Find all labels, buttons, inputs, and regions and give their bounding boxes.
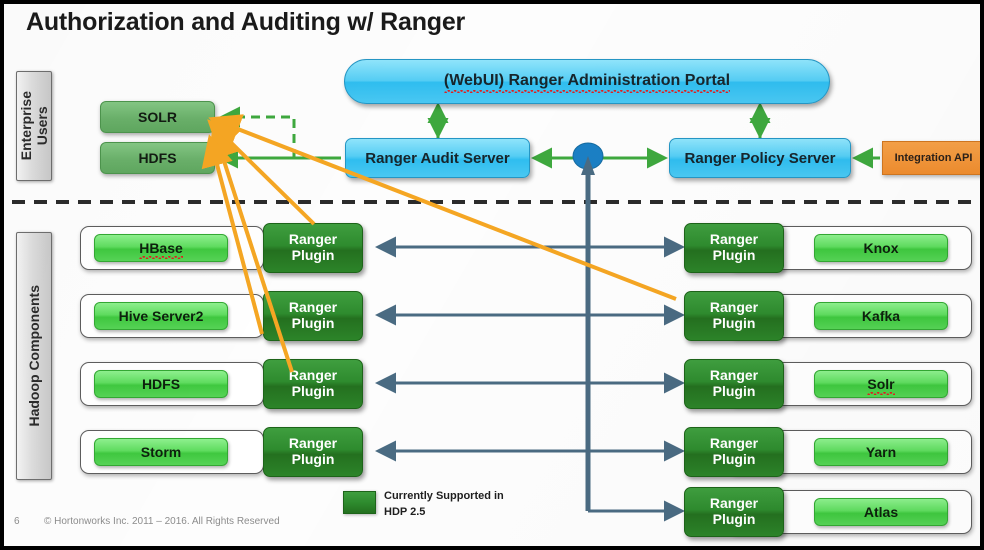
- component-solr-label: Solr: [867, 375, 895, 395]
- legend-swatch-supported: [343, 491, 376, 514]
- component-hbase-label: HBase: [139, 239, 183, 259]
- component-yarn-label: Yarn: [865, 444, 897, 460]
- ranger-plugin-yarn-line1: Ranger: [709, 435, 759, 452]
- legend-text-supported: Currently Supported in HDP 2.5: [384, 490, 504, 518]
- ranger-plugin-hive-server2-line1: Ranger: [288, 299, 338, 316]
- enterprise-source-hdfs-label: HDFS: [138, 150, 177, 166]
- component-storm-label: Storm: [140, 444, 182, 460]
- integration-api-box[interactable]: Integration API: [882, 141, 980, 175]
- ranger-policy-server[interactable]: Ranger Policy Server: [669, 138, 851, 178]
- ranger-plugin-hbase-line1: Ranger: [288, 231, 338, 248]
- page-title: Authorization and Auditing w/ Ranger: [26, 8, 466, 36]
- component-storm[interactable]: Storm: [94, 438, 228, 466]
- ranger-audit-server-label: Ranger Audit Server: [365, 149, 510, 167]
- ranger-plugin-hdfs-line2: Plugin: [291, 383, 335, 399]
- ranger-plugin-kafka-line2: Plugin: [712, 315, 756, 331]
- component-hive-server2[interactable]: Hive Server2: [94, 302, 228, 330]
- component-hbase[interactable]: HBase: [94, 234, 228, 262]
- ranger-plugin-hive-server2[interactable]: Ranger Plugin: [263, 291, 363, 341]
- component-atlas-label: Atlas: [863, 504, 899, 520]
- ranger-plugin-hbase[interactable]: Ranger Plugin: [263, 223, 363, 273]
- band-label-hadoop-components: Hadoop Components: [16, 232, 52, 480]
- component-knox[interactable]: Knox: [814, 234, 948, 262]
- band-label-enterprise-users: Enterprise Users: [16, 71, 52, 181]
- ranger-plugin-hive-server2-line2: Plugin: [291, 315, 335, 331]
- ranger-plugin-storm[interactable]: Ranger Plugin: [263, 427, 363, 477]
- page-number: 6: [14, 516, 20, 527]
- band-label-hadoop-components-text: Hadoop Components: [25, 285, 42, 427]
- ranger-policy-server-label: Ranger Policy Server: [684, 149, 836, 167]
- component-knox-label: Knox: [863, 240, 899, 256]
- ranger-plugin-storm-line1: Ranger: [288, 435, 338, 452]
- ranger-plugin-kafka[interactable]: Ranger Plugin: [684, 291, 784, 341]
- enterprise-source-solr-label: SOLR: [138, 109, 177, 125]
- ranger-plugin-atlas-line2: Plugin: [712, 511, 756, 527]
- component-solr[interactable]: Solr: [814, 370, 948, 398]
- ranger-plugin-hbase-line2: Plugin: [291, 247, 335, 263]
- component-hive-server2-label: Hive Server2: [118, 308, 204, 324]
- ranger-audit-server[interactable]: Ranger Audit Server: [345, 138, 530, 178]
- ranger-administration-portal-label: (WebUI) Ranger Administration Portal: [443, 72, 731, 93]
- component-hdfs-label: HDFS: [141, 376, 181, 392]
- ranger-plugin-hdfs[interactable]: Ranger Plugin: [263, 359, 363, 409]
- ranger-plugin-knox-line2: Plugin: [712, 247, 756, 263]
- ranger-plugin-atlas-line1: Ranger: [709, 495, 759, 512]
- ranger-plugin-yarn-line2: Plugin: [712, 451, 756, 467]
- ranger-plugin-kafka-line1: Ranger: [709, 299, 759, 316]
- ranger-plugin-atlas[interactable]: Ranger Plugin: [684, 487, 784, 537]
- ranger-plugin-yarn[interactable]: Ranger Plugin: [684, 427, 784, 477]
- enterprise-source-hdfs[interactable]: HDFS: [100, 142, 215, 174]
- ranger-administration-portal[interactable]: (WebUI) Ranger Administration Portal: [344, 59, 830, 104]
- ranger-plugin-knox-line1: Ranger: [709, 231, 759, 248]
- integration-api-label: Integration API: [894, 152, 973, 164]
- component-atlas[interactable]: Atlas: [814, 498, 948, 526]
- ranger-plugin-knox[interactable]: Ranger Plugin: [684, 223, 784, 273]
- copyright-notice: © Hortonworks Inc. 2011 – 2016. All Righ…: [44, 516, 280, 527]
- ranger-plugin-solr-line2: Plugin: [712, 383, 756, 399]
- ranger-plugin-solr[interactable]: Ranger Plugin: [684, 359, 784, 409]
- component-kafka[interactable]: Kafka: [814, 302, 948, 330]
- component-kafka-label: Kafka: [861, 308, 901, 324]
- component-hdfs[interactable]: HDFS: [94, 370, 228, 398]
- ranger-plugin-hdfs-line1: Ranger: [288, 367, 338, 384]
- ranger-plugin-solr-line1: Ranger: [709, 367, 759, 384]
- enterprise-source-solr[interactable]: SOLR: [100, 101, 215, 133]
- ranger-plugin-storm-line2: Plugin: [291, 451, 335, 467]
- component-yarn[interactable]: Yarn: [814, 438, 948, 466]
- band-label-enterprise-users-text: Enterprise Users: [17, 91, 50, 161]
